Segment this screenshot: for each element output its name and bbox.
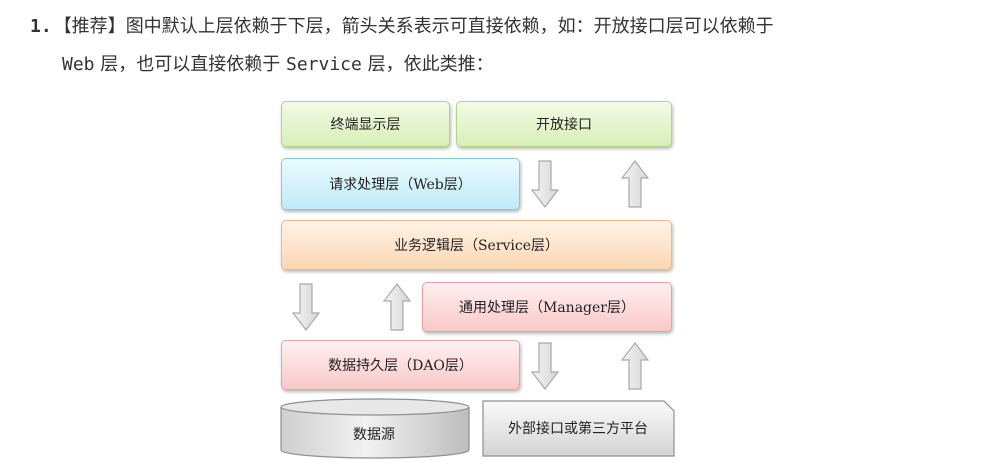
web-code: Web [62, 54, 95, 75]
intro-line1: 图中默认上层依赖于下层，箭头关系表示可直接依赖，如：开放接口层可以依赖于 [125, 16, 774, 37]
down-arrow-icon [531, 160, 559, 208]
recommend-tag: 【推荐】 [53, 16, 126, 37]
list-number: 1. [30, 16, 52, 37]
up-arrow-icon [383, 283, 411, 331]
data-source-label: 数据源 [353, 427, 395, 443]
intro-line2-mid: 层，也可以直接依赖于 [100, 54, 281, 75]
up-arrow-icon [621, 342, 649, 390]
down-arrow-icon [292, 283, 320, 331]
intro-line2: Web 层，也可以直接依赖于 Service 层，依此类推： [30, 46, 970, 84]
external-platform-label: 外部接口或第三方平台 [508, 421, 648, 437]
intro-line2-end: 层，依此类推： [367, 54, 494, 75]
dao-layer: 数据持久层（DAO层） [281, 340, 520, 390]
intro-text: 1.【推荐】图中默认上层依赖于下层，箭头关系表示可直接依赖，如：开放接口层可以依… [30, 8, 970, 84]
database-cylinder-icon [280, 398, 470, 459]
external-platform-box [482, 400, 675, 457]
down-arrow-icon [531, 342, 559, 390]
up-arrow-icon [621, 160, 649, 208]
terminal-display-layer: 终端显示层 [281, 101, 450, 147]
web-layer: 请求处理层（Web层） [281, 158, 520, 210]
manager-layer: 通用处理层（Manager层） [422, 282, 672, 332]
service-layer: 业务逻辑层（Service层） [281, 220, 672, 270]
service-code: Service [285, 54, 362, 75]
open-api-layer: 开放接口 [456, 101, 672, 147]
